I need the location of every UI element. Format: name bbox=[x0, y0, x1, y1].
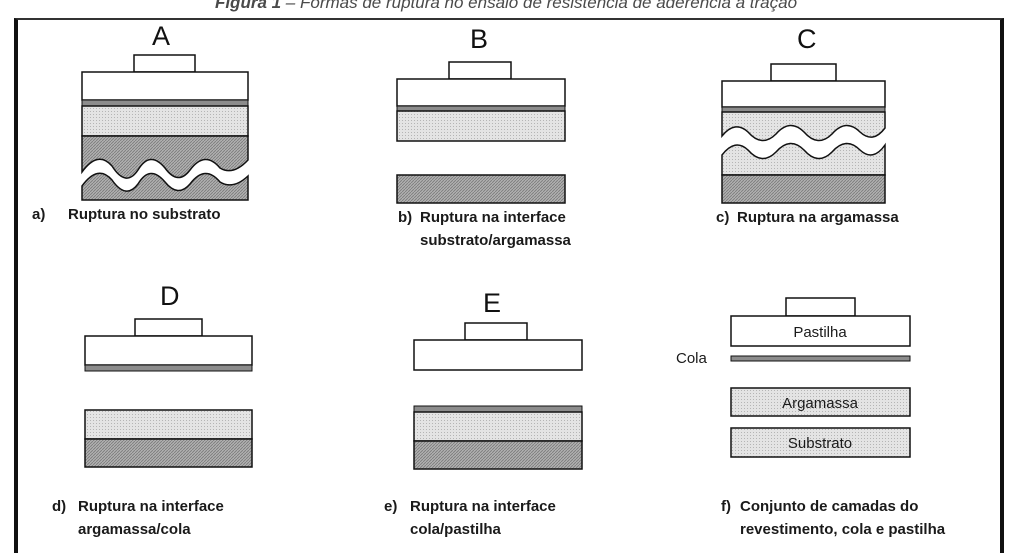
panel-a-cola bbox=[81, 99, 249, 107]
panel-e-caption-2: cola/pastilha bbox=[410, 521, 502, 538]
panel-b-marker: b) bbox=[398, 209, 412, 226]
argamassa-label: Argamassa bbox=[782, 395, 859, 412]
panel-d-cola bbox=[84, 364, 253, 372]
panel-d-marker: d) bbox=[52, 498, 66, 515]
panel-e-substrato bbox=[413, 440, 583, 470]
panel-e: E e) Ruptura na interface cola/pastilha bbox=[384, 288, 583, 538]
panel-e-caption-1: Ruptura na interface bbox=[410, 498, 556, 515]
panel-d-argamassa bbox=[84, 409, 253, 440]
panel-a-marker: a) bbox=[32, 206, 45, 223]
panel-f-pastilha bbox=[730, 315, 911, 347]
panel-c-argamassa-lower bbox=[721, 142, 886, 176]
figure-caption-prefix: Figura 1 bbox=[214, 0, 282, 12]
pastilha-label: Pastilha bbox=[793, 324, 847, 341]
panel-c-pastilha bbox=[721, 80, 886, 108]
panel-f-substrato bbox=[730, 427, 911, 458]
panel-c-argamassa-upper bbox=[721, 111, 886, 142]
panel-d-pastilha-top bbox=[134, 318, 203, 337]
panel-d: D d) Ruptura na interface argamassa/cola bbox=[52, 281, 253, 538]
panel-c-pastilha-top bbox=[770, 63, 837, 82]
panel-d-pastilha bbox=[84, 335, 253, 366]
panel-b-argamassa bbox=[396, 110, 566, 142]
panel-c: C c) Ruptura na argamassa bbox=[716, 24, 899, 226]
panel-a-substrato-upper bbox=[81, 135, 249, 179]
panel-c-substrato bbox=[721, 174, 886, 204]
panel-f-marker: f) bbox=[721, 498, 731, 515]
panel-a: A a) Ruptura no substrato bbox=[32, 21, 249, 223]
panel-d-substrato bbox=[84, 438, 253, 468]
panel-f-pastilha-top bbox=[785, 297, 856, 317]
panel-f-cola bbox=[730, 355, 911, 362]
panel-a-argamassa bbox=[81, 105, 249, 137]
panel-e-pastilha-top bbox=[464, 322, 528, 341]
panel-b-substrato bbox=[396, 174, 566, 204]
panel-e-pastilha bbox=[413, 339, 583, 371]
panel-a-letter: A bbox=[152, 21, 170, 51]
panel-a-pastilha-top bbox=[133, 54, 196, 73]
cola-label: Cola bbox=[676, 350, 708, 367]
panel-b-caption-2: substrato/argamassa bbox=[420, 232, 572, 249]
figure-frame bbox=[14, 18, 1004, 553]
panel-d-caption-2: argamassa/cola bbox=[78, 521, 191, 538]
panel-f-argamassa bbox=[730, 387, 911, 417]
panel-f-caption-2: revestimento, cola e pastilha bbox=[740, 521, 946, 538]
panel-a-pastilha bbox=[81, 71, 249, 101]
panel-e-argamassa bbox=[413, 411, 583, 442]
panel-b-pastilha-top bbox=[448, 61, 512, 80]
panel-e-marker: e) bbox=[384, 498, 397, 515]
panel-c-letter: C bbox=[797, 24, 817, 54]
panel-e-letter: E bbox=[483, 288, 501, 318]
panel-c-caption-1: Ruptura na argamassa bbox=[737, 209, 899, 226]
panel-a-caption-1: Ruptura no substrato bbox=[68, 206, 221, 223]
substrato-label: Substrato bbox=[788, 435, 852, 452]
panel-c-marker: c) bbox=[716, 209, 729, 226]
panel-d-caption-1: Ruptura na interface bbox=[78, 498, 224, 515]
panel-e-cola bbox=[413, 405, 583, 413]
panel-f: Pastilha Cola Argamassa Substrato f) Con… bbox=[676, 297, 946, 538]
panel-a-substrato-lower bbox=[81, 172, 249, 201]
figure-caption-text: – Formas de ruptura no ensaio de resistê… bbox=[281, 0, 798, 12]
panel-b: B b) Ruptura na interface substrato/arga… bbox=[396, 24, 572, 249]
panel-b-caption-1: Ruptura na interface bbox=[420, 209, 566, 226]
panel-d-letter: D bbox=[160, 281, 180, 311]
panel-f-caption-1: Conjunto de camadas do bbox=[740, 498, 918, 515]
figure-caption: Figura 1 – Formas de ruptura no ensaio d… bbox=[0, 0, 1012, 13]
panel-b-pastilha bbox=[396, 78, 566, 107]
panel-b-letter: B bbox=[470, 24, 488, 54]
